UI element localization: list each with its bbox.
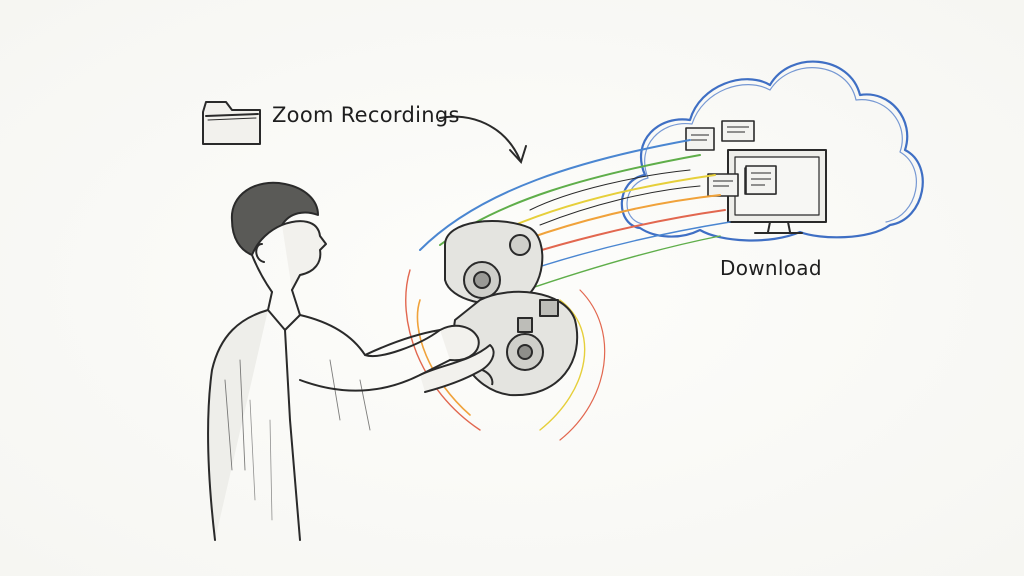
monitor-icon	[727, 149, 827, 234]
cloud-icon	[620, 60, 924, 242]
folder-icon	[202, 101, 261, 145]
person-figure	[207, 181, 495, 541]
document-icons	[685, 120, 777, 197]
folder-label: Zoom Recordings	[272, 103, 460, 127]
cloud-label: Download	[720, 256, 822, 280]
curved-arrow-icon	[439, 115, 527, 164]
film-reel-icon	[444, 220, 579, 397]
